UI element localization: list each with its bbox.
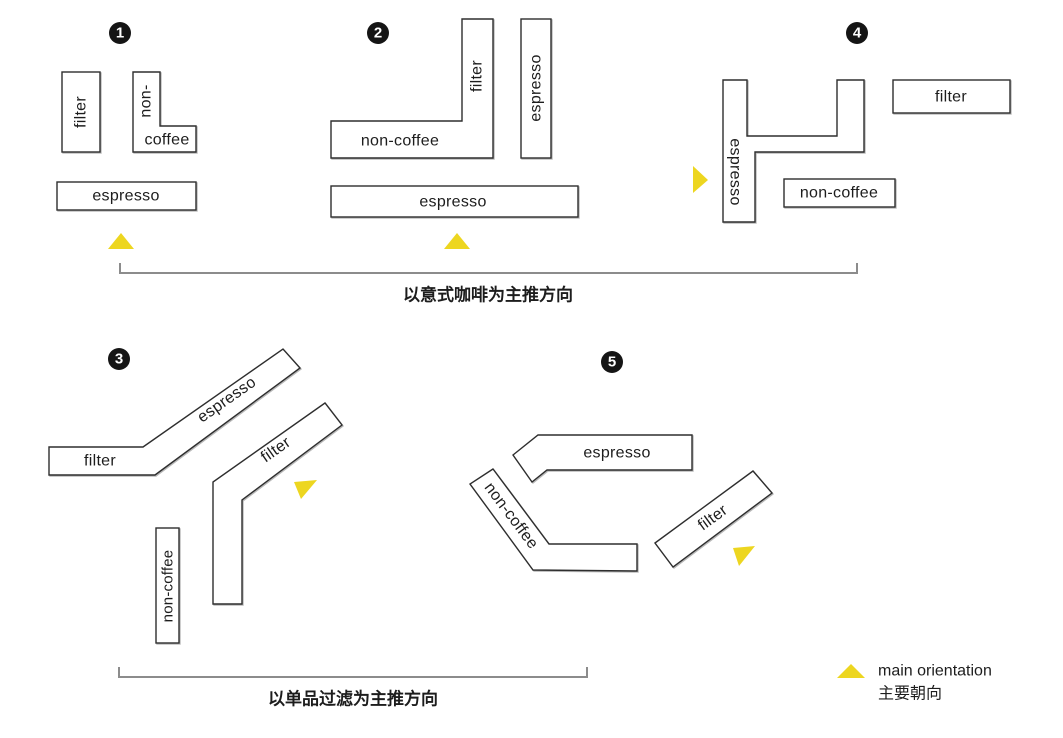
espresso-group-caption-text: 以意式咖啡为主推方向: [403, 285, 573, 305]
layout-4-number: 4: [853, 25, 862, 42]
non-coffee-label: non-coffee: [800, 185, 878, 202]
espresso-label: espresso: [528, 54, 545, 121]
layout-5-badge: [601, 351, 623, 373]
filter-non-coffee-l-counter-shape: [330, 18, 494, 159]
filter-group-caption-text: 以单品过滤为主推方向: [268, 689, 438, 709]
filter-group-bracket: [118, 667, 588, 678]
legend-label-en: main orientation: [878, 663, 992, 680]
espresso-group-bracket: [119, 263, 858, 274]
layout-3-number: 3: [115, 351, 123, 368]
espresso-group-caption: 以意式咖啡为主推方向: [119, 263, 858, 305]
non-coffee-label-part1: non-: [138, 84, 155, 117]
non-coffee-counter-shape: [132, 71, 197, 153]
non-coffee-label: non-coffee: [361, 133, 439, 150]
legend: main orientation 主要朝向: [837, 663, 992, 703]
non-coffee-label: non-coffee: [481, 480, 542, 553]
main-orientation-arrow-up-icon: [108, 233, 134, 249]
espresso-u-counter-shape: [722, 79, 865, 223]
layout-3-badge: [108, 348, 130, 370]
non-coffee-label-part2: coffee: [144, 132, 189, 149]
filter-label: filter: [84, 453, 116, 470]
legend-main-orientation-arrow-icon: [837, 664, 865, 678]
layout-4: 4 espresso filter non-coffee: [693, 22, 1011, 223]
espresso-label: espresso: [583, 445, 650, 462]
filter-label: filter: [469, 60, 486, 92]
layout-5: 5 espresso non-coffee filter: [468, 351, 774, 572]
main-orientation-arrow-right-icon: [693, 166, 708, 193]
layout-1: 1 filter non- coffee espresso: [56, 22, 197, 249]
layout-1-number: 1: [116, 25, 124, 42]
layout-1-badge: [109, 22, 131, 44]
filter-diagonal-counter-shape: [654, 470, 774, 568]
layout-3: 3 filter espresso filter non-coffee: [48, 348, 343, 644]
espresso-vertical-counter-shape: [520, 18, 552, 159]
filter-group-caption: 以单品过滤为主推方向: [118, 667, 588, 709]
espresso-label: espresso: [419, 194, 486, 211]
layout-5-number: 5: [608, 354, 616, 371]
espresso-label: espresso: [92, 188, 159, 205]
layout-2-badge: [367, 22, 389, 44]
filter-label: filter: [73, 96, 90, 128]
layout-4-badge: [846, 22, 868, 44]
non-coffee-counter-shape: [783, 178, 896, 208]
non-coffee-counter-shape: [155, 527, 180, 644]
main-orientation-arrow-up-icon: [444, 233, 470, 249]
layout-2-number: 2: [374, 25, 382, 42]
layout-2: 2 filter non-coffee espresso espresso: [330, 18, 579, 249]
espresso-horizontal-counter-shape: [330, 185, 579, 218]
legend-label-zh: 主要朝向: [878, 685, 942, 703]
filter-counter-shape: [892, 79, 1011, 114]
main-orientation-arrow-angled-icon: [733, 546, 755, 566]
filter-counter-shape: [61, 71, 101, 153]
main-orientation-arrow-angled-icon: [294, 480, 317, 499]
non-coffee-bent-counter-shape: [468, 468, 638, 572]
filter-bent-counter-shape: [212, 402, 343, 605]
filter-espresso-bent-counter-shape: [48, 348, 302, 476]
espresso-label: espresso: [727, 138, 744, 205]
espresso-bent-counter-shape: [512, 434, 693, 484]
filter-label: filter: [935, 89, 967, 106]
non-coffee-label: non-coffee: [160, 550, 177, 623]
espresso-counter-shape: [56, 181, 197, 211]
